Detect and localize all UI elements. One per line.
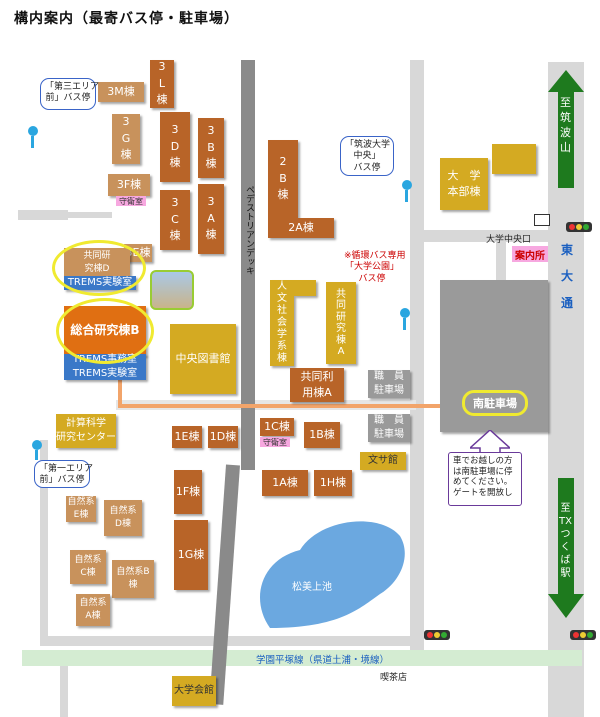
bus-stop-dai3-pin[interactable] bbox=[28, 126, 38, 136]
parking-staff-1[interactable]: 職 員 駐車場 bbox=[368, 370, 410, 398]
bus-stop-koen-pin[interactable] bbox=[400, 308, 410, 318]
higashi-odori-label: 東 大 通 bbox=[561, 243, 574, 310]
building-kyodo-riyo-a[interactable]: 共同利 用棟A bbox=[290, 368, 344, 402]
bus-stop-dai3-stem bbox=[31, 136, 34, 148]
building-3g[interactable]: 3 G 棟 bbox=[112, 114, 140, 164]
parking-south-label: 南駐車場 bbox=[462, 390, 528, 416]
building-2a[interactable]: 2A棟 bbox=[268, 218, 334, 238]
walkway-to-parking bbox=[118, 404, 440, 408]
kissa-label: 喫茶店 bbox=[380, 673, 408, 683]
parking-note: 車でお越しの方 は南駐車場に停 めてください。 ゲートを開放し bbox=[448, 452, 522, 506]
pedestrian-deck-south bbox=[209, 464, 240, 705]
building-3m[interactable]: 3M棟 bbox=[98, 82, 144, 102]
bus-stop-chuo-pin[interactable] bbox=[402, 180, 412, 190]
traffic-signal-mid bbox=[424, 630, 450, 640]
building-2b[interactable]: 2 B 棟 bbox=[268, 140, 298, 218]
walkway-to-sogo bbox=[118, 380, 122, 408]
building-3d[interactable]: 3 D 棟 bbox=[160, 112, 190, 182]
building-shizen-a[interactable]: 自然系 A棟 bbox=[76, 594, 110, 626]
bus-stop-koen-stem bbox=[403, 318, 406, 330]
road-chuo bbox=[424, 230, 552, 242]
building-jinbun[interactable]: 人 文 社 会 学 系 棟 bbox=[270, 280, 294, 366]
building-1h[interactable]: 1H棟 bbox=[314, 470, 352, 496]
building-jinbun-upper bbox=[294, 280, 316, 296]
road-kaikan bbox=[60, 666, 68, 717]
building-keisan[interactable]: 計算科学 研究センター bbox=[56, 414, 116, 448]
building-shizen-e[interactable]: 自然系 E棟 bbox=[66, 496, 96, 522]
bus-stop-dai1-callout[interactable]: 「第一エリア 前」バス停 bbox=[34, 460, 93, 488]
parking-south[interactable] bbox=[440, 280, 548, 432]
arrow-to-tx bbox=[548, 478, 584, 618]
chuo-guchi-label: 大学中央口 bbox=[486, 235, 532, 245]
guard-room-north: 守衛室 bbox=[116, 196, 146, 206]
bus-stop-dai1-stem bbox=[35, 450, 38, 460]
building-library[interactable]: 中央図書館 bbox=[170, 324, 236, 394]
building-3l[interactable]: 3 L 棟 bbox=[150, 60, 174, 108]
traffic-signal-south bbox=[570, 630, 596, 640]
building-1f[interactable]: 1F棟 bbox=[174, 470, 202, 514]
building-3a[interactable]: 3 A 棟 bbox=[198, 184, 224, 254]
pedestrian-deck-north bbox=[241, 60, 255, 470]
pond-label: 松美上池 bbox=[292, 582, 332, 593]
information-desk[interactable]: 案内所 bbox=[512, 246, 548, 262]
traffic-signal-north bbox=[566, 222, 592, 232]
pedestrian-deck-label: ペデストリアンデッキ bbox=[244, 185, 254, 275]
road-gakuen-line bbox=[22, 650, 582, 666]
road-mid-vertical bbox=[410, 60, 424, 660]
guard-room-south: 守衛室 bbox=[260, 437, 290, 447]
building-kaikan[interactable]: 大学会館 bbox=[172, 676, 216, 706]
building-bunsa[interactable]: 文サ館 bbox=[360, 452, 406, 470]
gakuen-line-label: 学園平塚線（県道土浦・境線） bbox=[256, 655, 390, 666]
bus-stop-dai1-pin[interactable] bbox=[32, 440, 42, 450]
building-shizen-b[interactable]: 自然系B 棟 bbox=[112, 560, 154, 598]
road-south-vertical bbox=[40, 440, 48, 640]
building-3c[interactable]: 3 C 棟 bbox=[160, 190, 190, 250]
building-honbu-annex bbox=[492, 144, 536, 174]
highlight-sogo-b bbox=[56, 298, 154, 364]
road-north-cross bbox=[42, 212, 112, 218]
parking-staff-2[interactable]: 職 員 駐車場 bbox=[368, 414, 410, 442]
page-title: 構内案内（最寄バス停・駐車場） bbox=[14, 11, 239, 27]
pond-matsumi bbox=[260, 521, 405, 628]
chuo-guchi-gate-icon bbox=[534, 214, 550, 226]
building-1a[interactable]: 1A棟 bbox=[262, 470, 308, 496]
bus-stop-chuo-callout[interactable]: 「筑波大学 中央」 バス停 bbox=[340, 136, 394, 176]
bus-stop-dai3-callout[interactable]: 「第三エリア 前」バス停 bbox=[40, 78, 99, 110]
building-kyodo-a[interactable]: 共 同 研 究 棟 A bbox=[326, 282, 356, 364]
building-shizen-c[interactable]: 自然系 C棟 bbox=[70, 550, 106, 584]
building-1d[interactable]: 1D棟 bbox=[208, 426, 238, 448]
building-1b[interactable]: 1B棟 bbox=[304, 422, 340, 448]
highlight-kyodo-d bbox=[52, 240, 146, 296]
building-3b[interactable]: 3 B 棟 bbox=[198, 118, 224, 178]
parking-note-arrow bbox=[470, 430, 510, 454]
building-1g[interactable]: 1G棟 bbox=[174, 520, 208, 590]
arrow-to-tsukuba-san bbox=[548, 70, 584, 188]
bus-stop-koen-callout[interactable]: ※循環バス専用 「大学公園」 バス停 bbox=[344, 251, 406, 284]
building-1c[interactable]: 1C棟 bbox=[260, 418, 294, 436]
building-honbu[interactable]: 大 学 本部棟 bbox=[440, 158, 488, 210]
bus-stop-chuo-stem bbox=[405, 190, 408, 202]
to-tx-label: 至 TX つ く ば 駅 bbox=[559, 503, 572, 579]
building-photo bbox=[150, 270, 194, 310]
building-1e[interactable]: 1E棟 bbox=[172, 426, 202, 448]
to-tsukuba-san-label: 至 筑 波 山 bbox=[560, 96, 571, 154]
road-chuo-connector bbox=[496, 242, 506, 282]
building-shizen-d[interactable]: 自然系 D棟 bbox=[104, 500, 142, 536]
building-3f[interactable]: 3F棟 bbox=[108, 174, 150, 196]
